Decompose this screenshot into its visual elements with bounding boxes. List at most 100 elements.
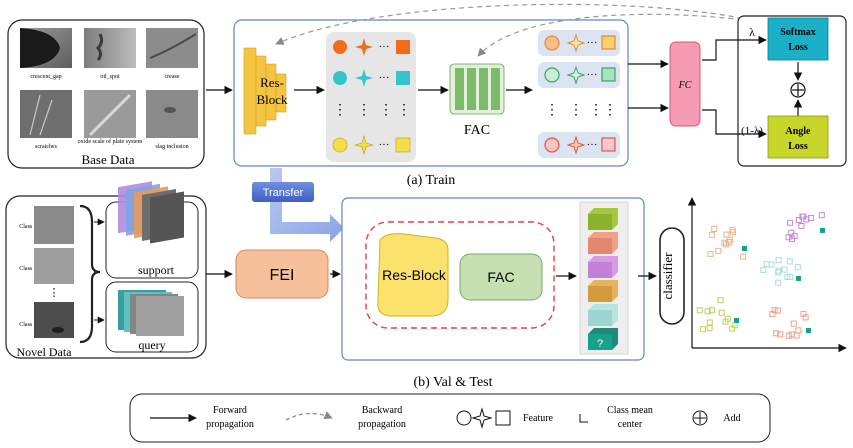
fei-block: FEI [235,249,329,299]
scatter-point [791,233,798,239]
scatter-point [800,310,807,317]
brace [79,204,101,344]
dots: ··· [379,139,390,151]
scatter-point [785,234,792,241]
scatter-point [800,213,807,220]
class-label: Class 5 [19,322,37,328]
image-label: crease [165,74,180,80]
dots: ··· [379,72,390,84]
res-block-label: Block [256,92,288,107]
scatter-point [795,327,802,334]
vdots: ⋮ [379,103,393,118]
scatter-point [785,332,792,339]
scatter-point [723,231,730,238]
res-block-test [377,233,449,317]
angle-loss-box [767,115,829,159]
scatter-point [768,261,775,268]
scatter-point [794,264,801,271]
feature-grid: ··· ··· ⋮ ⋮ ⋮ ⋮ ··· [326,32,416,162]
legend-class-mean: center [618,419,643,430]
class-label: Class 2 [19,266,37,272]
scatter-plot [687,197,847,353]
query-point [796,276,801,281]
fac-test [459,253,543,301]
fei-label: FEI [270,267,295,284]
scatter-point [775,267,782,274]
scatter-point [784,273,791,280]
query-point [806,328,811,333]
legend: Forward propagation Backward propagation… [129,393,771,443]
scatter-point [798,223,805,229]
scatter-point [707,250,714,257]
train-caption: (a) Train [407,173,456,188]
defect-image [84,28,136,68]
angle-loss-label: Loss [788,141,808,152]
softmax-loss-label: Loss [788,42,808,53]
val-test-panel: Res-Block FAC ? [341,197,645,390]
scatter-point [718,309,725,316]
defect-image [20,90,72,138]
scatter-point [715,247,722,254]
classifier: classifier [659,227,685,325]
val-test-caption: (b) Val & Test [414,375,493,390]
image-label: oxide scale of plate system [78,138,143,145]
backward-arrow [477,13,761,57]
scatter-point [725,239,732,246]
transfer-label: Transfer [263,187,304,199]
vdots: ⋮ [397,103,411,118]
vdots: ⋮ [357,103,371,118]
fac-test-label: FAC [487,269,514,285]
star-feature-icon [353,134,375,156]
dots: ··· [587,69,598,81]
square-feature-icon [396,71,410,85]
softmax-loss-label: Softmax [780,27,816,38]
dots: ··· [379,41,390,53]
scatter-point [786,258,793,265]
image-label: crescent_gap [30,74,61,80]
scatter-point [787,219,794,226]
circle-feature-icon [332,137,348,153]
vdots: ⋮ [49,287,60,299]
feature-cube-stack: ? [579,201,629,355]
scatter-point [722,318,729,325]
circle-feature-icon [333,40,347,54]
square-feature-icon [396,40,410,54]
image-label: oil_spot [100,74,120,80]
defect-image [146,90,198,138]
vdots: ⋮ [333,103,347,118]
scatter-point [699,326,706,333]
novel-data-title: Novel Data [17,345,73,359]
query-point [742,246,747,251]
legend-add: Add [723,413,740,424]
lambda-label: λ [749,25,755,39]
dots: ··· [587,139,598,151]
class-mean-icon [579,414,588,423]
query-point [820,228,825,233]
star-feature-icon [471,407,493,429]
legend-backward: Backward [362,405,403,416]
dots: ··· [587,37,598,49]
one-minus-lambda-label: (1-λ) [741,125,763,137]
scatter-point [795,217,802,223]
train-panel: Res- Block ··· ··· ⋮ ⋮ ⋮ ⋮ ··· [233,19,629,188]
scatter-point [760,266,767,273]
attended-feature-grid: ··· ··· ⋮ ⋮ ⋮ ⋮ ··· [538,30,620,158]
class-image [34,206,74,244]
scatter-point [777,331,784,338]
class-image [34,302,74,338]
star-feature-icon [355,38,373,56]
star-feature-icon [355,69,373,87]
image-label: scratches [35,144,58,150]
angle-loss-label: Angle [786,126,812,137]
scatter-point [711,226,718,232]
vdots: ⋮ [545,103,559,118]
scatter-point [781,266,788,273]
support-label: support [138,263,175,277]
legend-class-mean: Class mean [607,405,653,416]
query-point [734,318,739,323]
classifier-label: classifier [660,252,675,300]
res-block: Res- Block [243,47,288,135]
scatter-point [740,253,747,260]
class-label: Class 1 [19,224,37,230]
